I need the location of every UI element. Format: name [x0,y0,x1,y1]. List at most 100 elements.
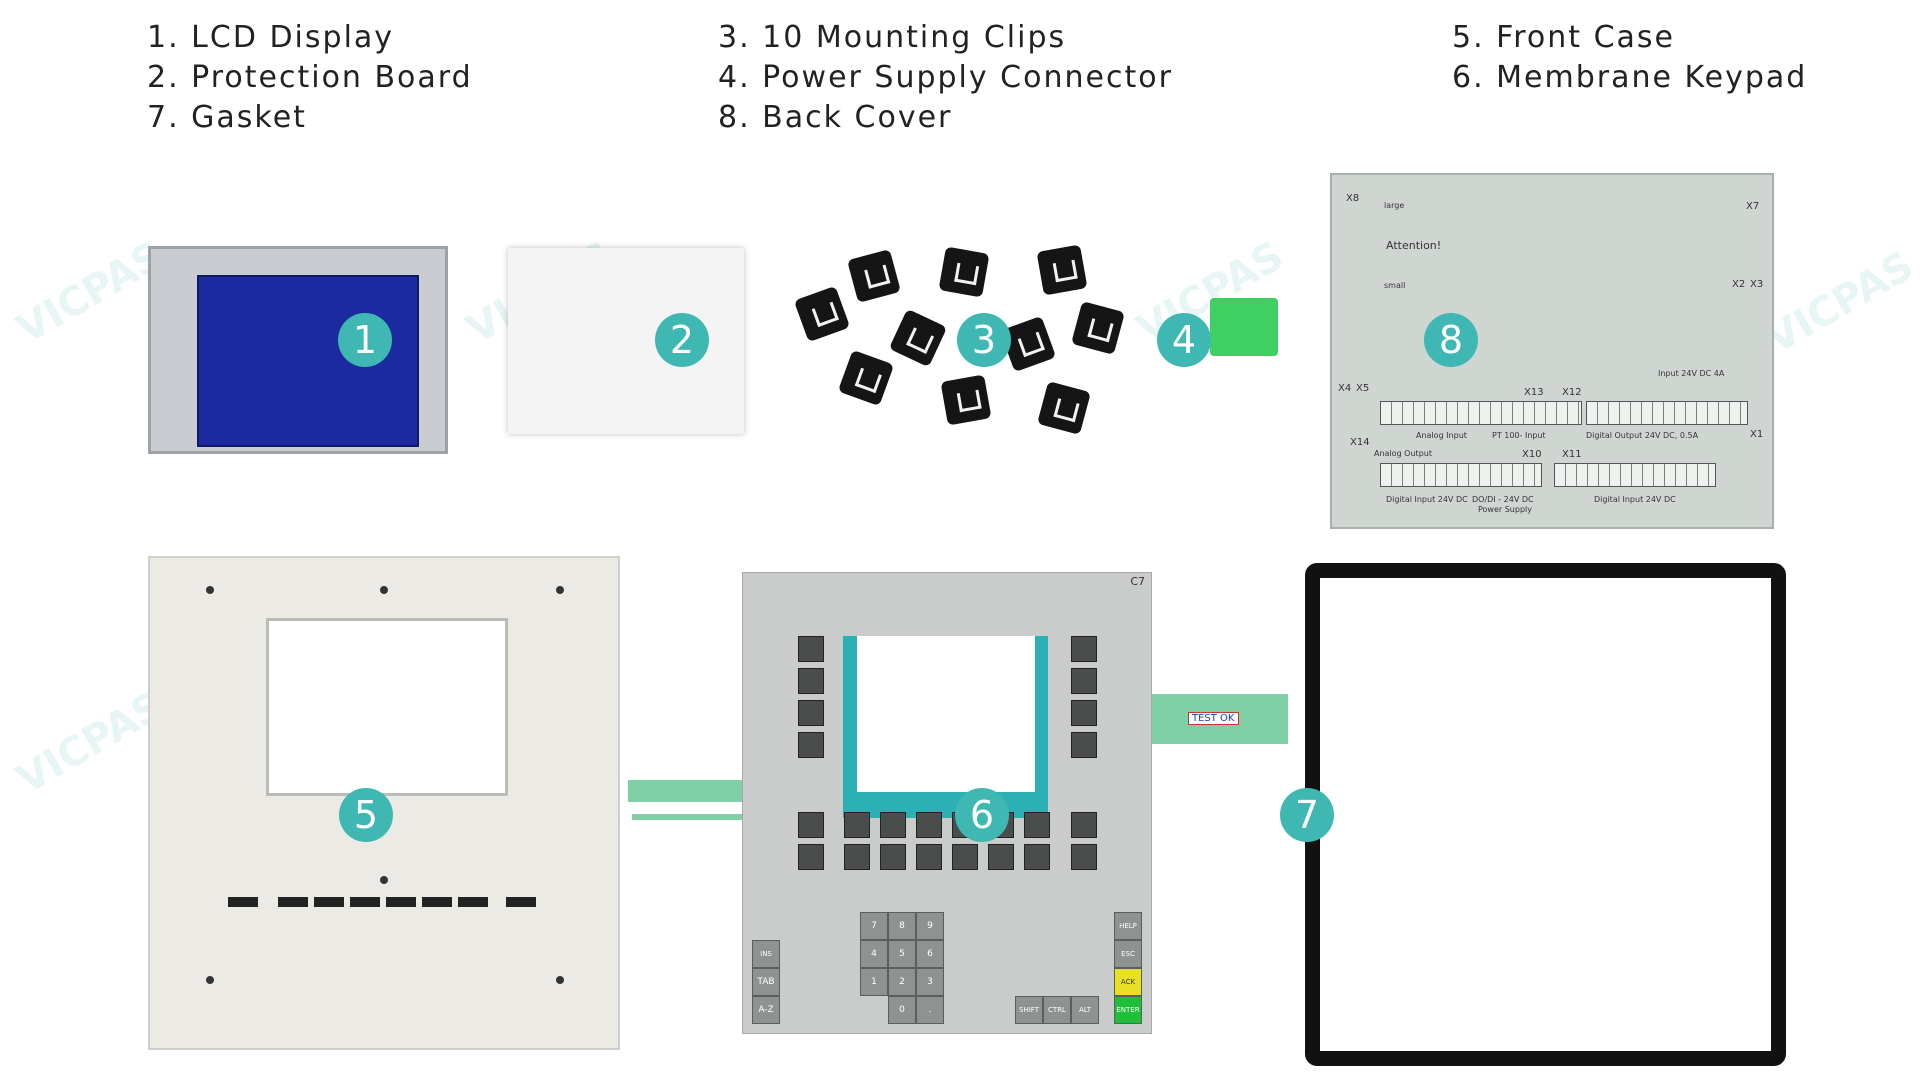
label-attention: Attention! [1386,239,1442,252]
legend-item: 7. Gasket [147,100,307,135]
function-key [798,844,824,870]
function-key [1071,700,1097,726]
legend-item: 1. LCD Display [147,20,395,55]
label-x10: X10 [1522,449,1542,460]
function-key [798,700,824,726]
terminal-row [1380,463,1542,487]
key-alt: ALT [1071,996,1099,1024]
screw-hole [380,586,388,594]
keypad-ribbon-left-lower [632,814,744,820]
key-slot [458,897,488,907]
badge-protection-board: 2 [655,313,709,367]
label-x8: X8 [1346,193,1360,204]
label-digital-output: Digital Output 24V DC, 0.5A [1586,431,1699,440]
key-1: 1 [860,968,888,996]
key-8: 8 [888,912,916,940]
key-2: 2 [888,968,916,996]
label-x3: X3 [1750,279,1764,290]
key-dot: . [916,996,944,1024]
legend-col-3: 5. Front Case 6. Membrane Keypad [1452,18,1807,98]
function-key [844,844,870,870]
function-key [1071,732,1097,758]
function-key [916,844,942,870]
label-analog-output: Analog Output [1374,449,1432,458]
function-key [1024,844,1050,870]
key-tab: TAB [752,968,780,996]
screw-hole [556,586,564,594]
key-esc: ESC [1114,940,1142,968]
function-key [880,812,906,838]
label-x2: X2 [1732,279,1746,290]
gasket [1305,563,1786,1066]
key-3: 3 [916,968,944,996]
label-x13: X13 [1524,387,1544,398]
lcd-display-screen [197,275,419,447]
label-analog-input: Analog Input [1416,431,1467,440]
function-key [952,844,978,870]
legend-col-1: 1. LCD Display 2. Protection Board 7. Ga… [147,18,473,138]
key-9: 9 [916,912,944,940]
label-input: Input 24V DC 4A [1658,369,1725,378]
legend-col-2: 3. 10 Mounting Clips 4. Power Supply Con… [718,18,1173,138]
key-0: 0 [888,996,916,1024]
power-supply-connector [1210,298,1278,356]
label-x4: X4 [1338,383,1352,394]
label-x12: X12 [1562,387,1582,398]
terminal-row [1586,401,1748,425]
legend-item: 6. Membrane Keypad [1452,60,1808,95]
label-x5: X5 [1356,383,1370,394]
function-key [798,812,824,838]
test-ok-label: TEST OK [1188,712,1239,725]
label-x11: X11 [1562,449,1582,460]
key-5: 5 [888,940,916,968]
function-key [1024,812,1050,838]
screw-hole [206,976,214,984]
clip [888,308,948,368]
function-key [798,668,824,694]
clip [1071,301,1125,355]
legend-item: 5. Front Case [1452,20,1675,55]
screw-hole [206,586,214,594]
clip [793,285,851,343]
key-shift: SHIFT [1015,996,1043,1024]
key-slot [314,897,344,907]
function-key [1071,668,1097,694]
legend-item: 2. Protection Board [147,60,473,95]
function-key [798,636,824,662]
legend-item: 3. 10 Mounting Clips [718,20,1067,55]
function-key [1071,812,1097,838]
key-slot [228,897,258,907]
label-pt100: PT 100- Input [1492,431,1546,440]
label-power-supply: Power Supply [1478,505,1532,514]
badge-lcd: 1 [338,313,392,367]
badge-connector: 4 [1157,313,1211,367]
label-digital-input-2: Digital Input 24V DC [1594,495,1676,504]
key-4: 4 [860,940,888,968]
function-key [880,844,906,870]
function-key [916,812,942,838]
key-6: 6 [916,940,944,968]
label-x1: X1 [1750,429,1764,440]
legend-item: 8. Back Cover [718,100,953,135]
key-slot [422,897,452,907]
screw-hole [380,876,388,884]
clip [940,374,992,426]
label-x14: X14 [1350,437,1370,448]
key-7: 7 [860,912,888,940]
back-cover: X8 large small Attention! X7 X2 X3 Input… [1330,173,1774,529]
clip [938,246,990,298]
key-a-z: A-Z [752,996,780,1024]
clip [1036,244,1088,296]
keypad-ribbon-left [628,780,744,802]
key-enter: ENTER [1114,996,1142,1024]
badge-clips: 3 [957,313,1011,367]
key-ins-del: INS DEL [752,940,780,984]
key-slot [386,897,416,907]
screw-hole [556,976,564,984]
label-dodi: DO/DI - 24V DC [1472,495,1534,504]
key-ack: ACK [1114,968,1142,996]
keypad-model: C7 [1130,575,1145,588]
keypad-window [857,636,1035,792]
function-key [988,844,1014,870]
clip [837,349,895,407]
